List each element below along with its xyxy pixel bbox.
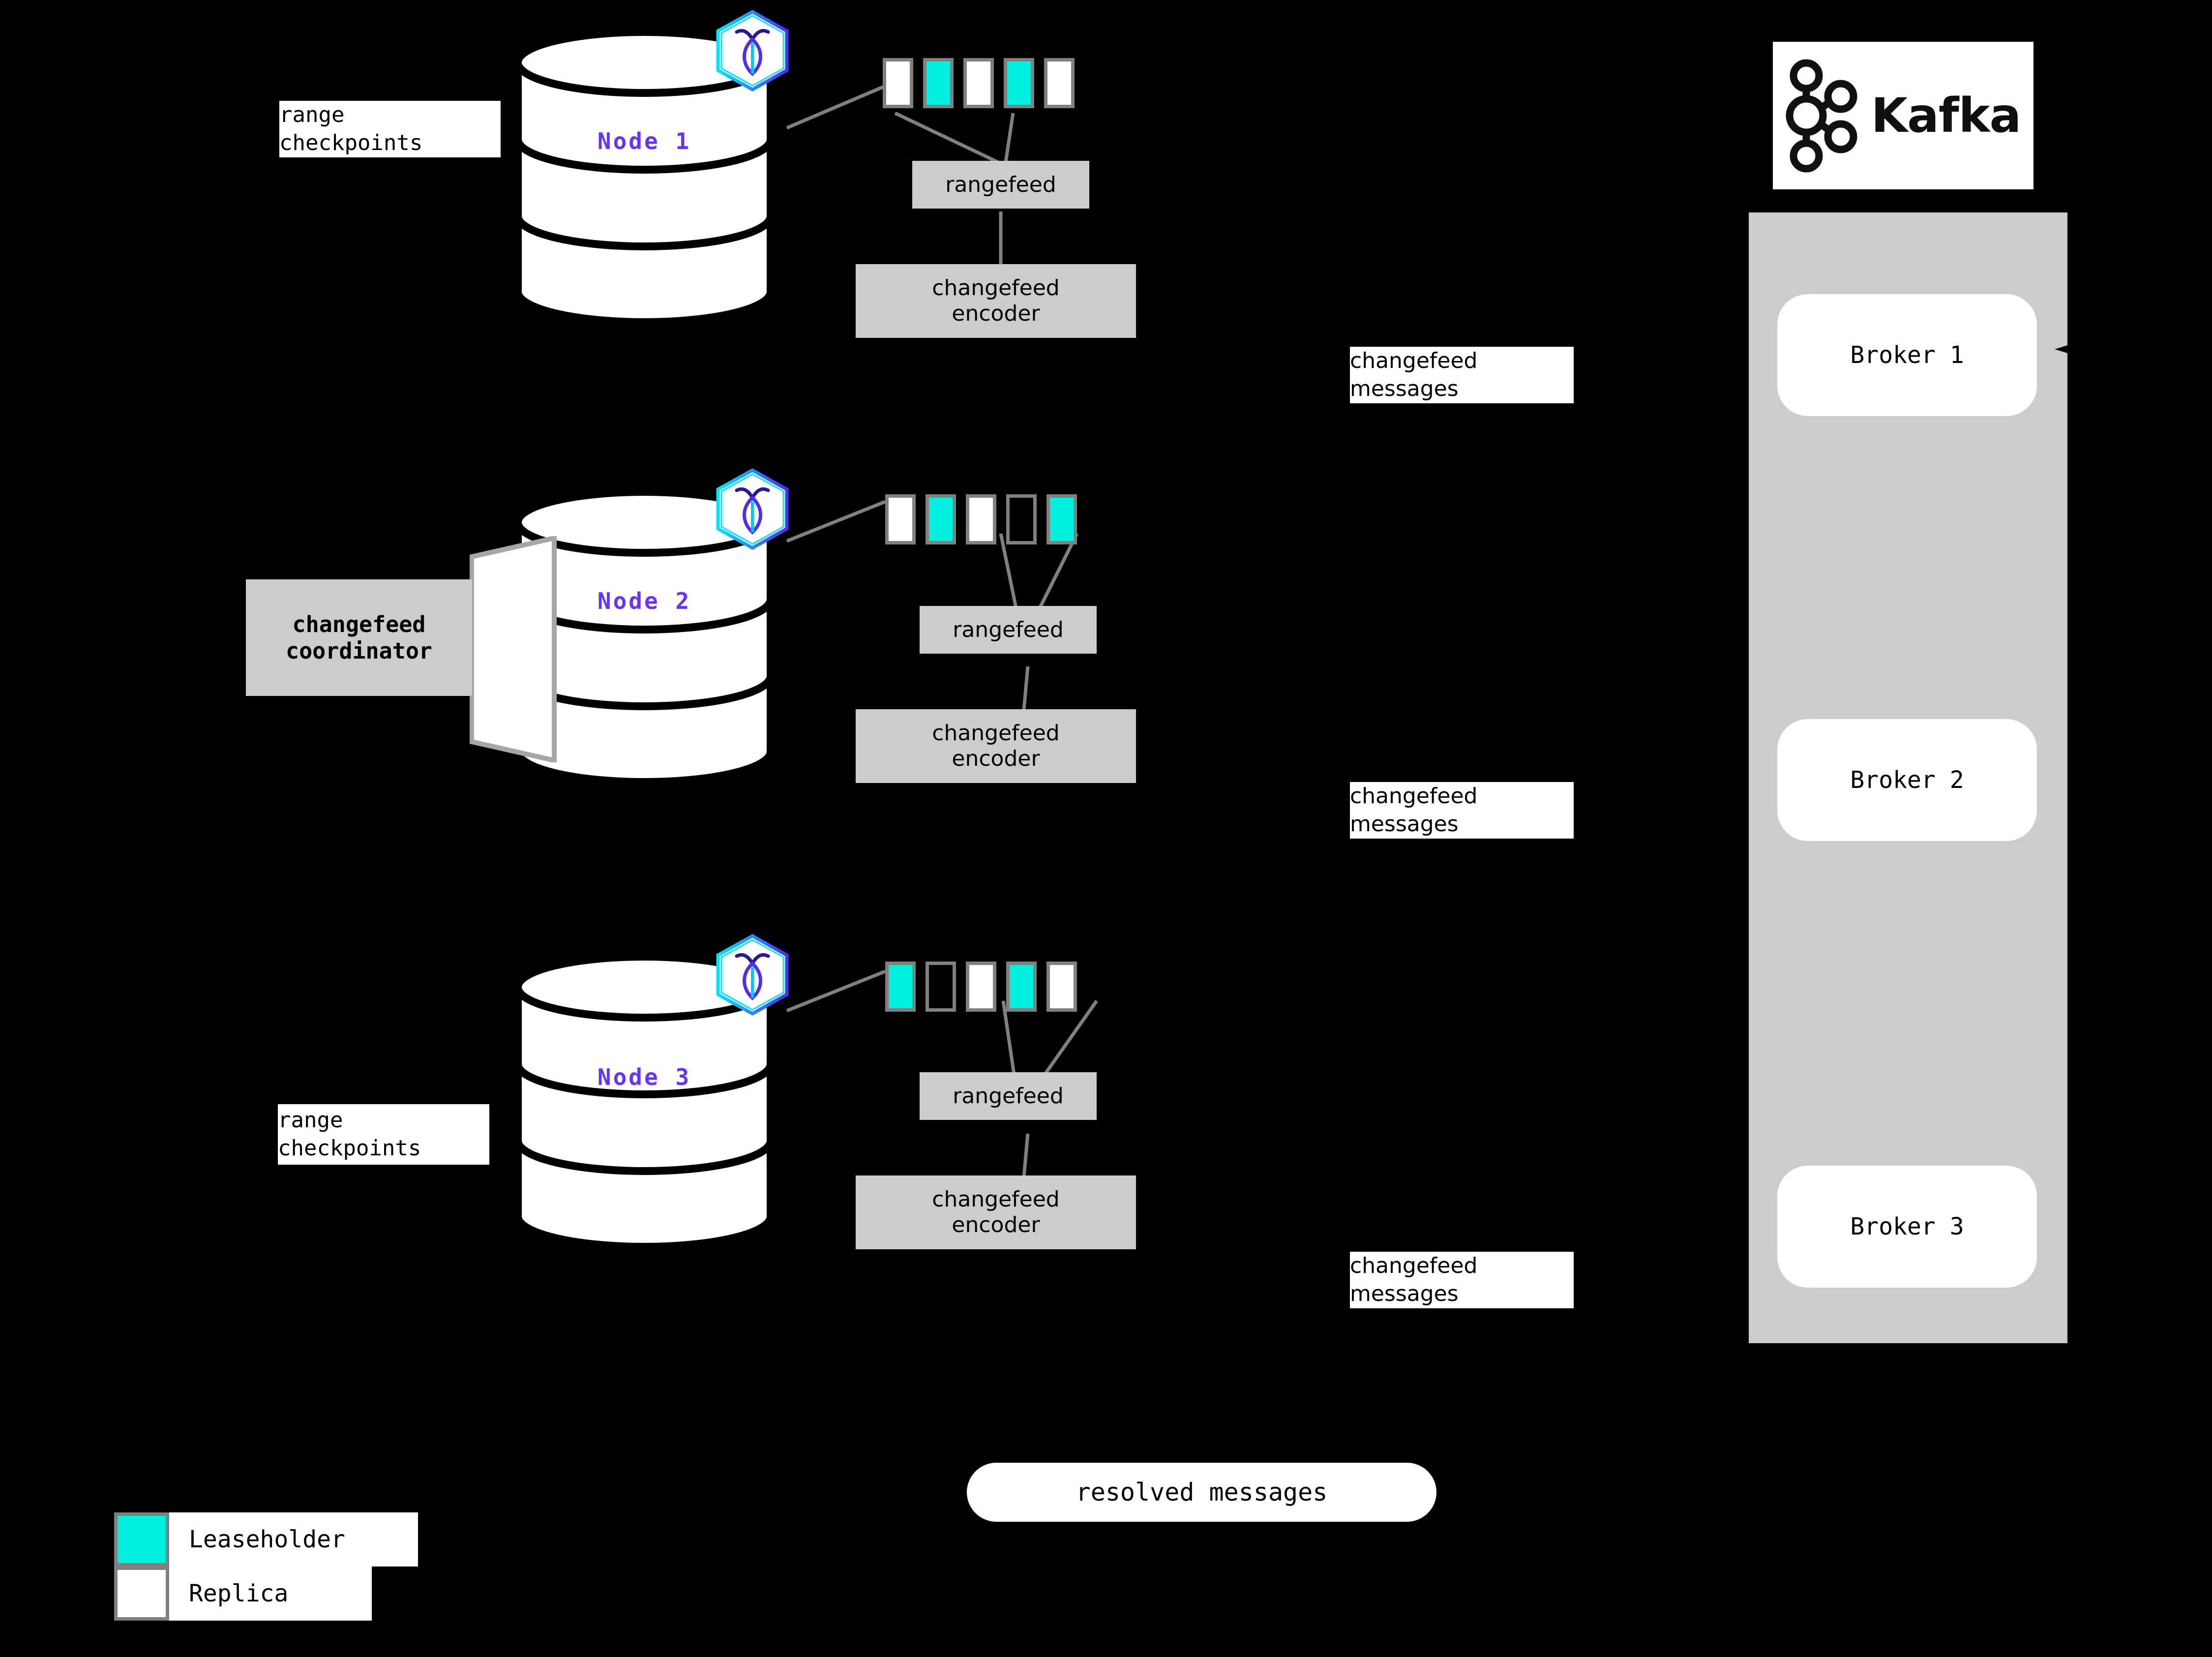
- range-leaseholder[interactable]: [1046, 494, 1077, 544]
- range-replica[interactable]: [966, 494, 996, 544]
- node-3-label: Node 3: [597, 1064, 691, 1090]
- range-replica[interactable]: [885, 494, 916, 544]
- encoder-line-1: changefeed: [932, 721, 1060, 746]
- broker-1[interactable]: Broker 1: [1777, 294, 2037, 416]
- range-checkpoints-line-1: range: [278, 1108, 343, 1133]
- node-1-ranges: [883, 58, 1075, 108]
- coordinator-wedge-icon: [470, 536, 557, 762]
- changefeed-messages-line-1: changefeed: [1350, 783, 1478, 809]
- node-3-changefeed-messages-label: changefeed messages: [1350, 1252, 1574, 1308]
- broker-2[interactable]: Broker 2: [1777, 719, 2037, 841]
- node-1-changefeed-messages-label: changefeed messages: [1350, 347, 1574, 403]
- changefeed-messages-line-2: messages: [1350, 376, 1459, 401]
- range-checkpoints-line-2: checkpoints: [279, 130, 423, 155]
- range-leaseholder[interactable]: [926, 494, 956, 544]
- cockroachdb-hex-icon: [713, 933, 792, 1017]
- cylinder-shape: [514, 28, 775, 326]
- resolved-messages-pill[interactable]: resolved messages: [967, 1463, 1436, 1522]
- node-2-changefeed-messages-label: changefeed messages: [1350, 782, 1574, 839]
- range-empty[interactable]: [926, 962, 956, 1012]
- legend-label-replica: Replica: [169, 1567, 372, 1621]
- range-leaseholder[interactable]: [923, 58, 954, 108]
- range-replica[interactable]: [966, 962, 996, 1012]
- node-2-label: Node 2: [597, 588, 691, 614]
- range-replica[interactable]: [1046, 962, 1077, 1012]
- broker-inbound-arrow-icon: [2055, 340, 2085, 359]
- legend-swatch-leaseholder: [114, 1512, 169, 1567]
- kafka-wordmark: Kafka: [1871, 88, 2022, 143]
- changefeed-messages-line-2: messages: [1350, 1281, 1459, 1306]
- legend-label-leaseholder: Leaseholder: [169, 1512, 418, 1567]
- node-3-rangefeed-box[interactable]: rangefeed: [920, 1072, 1097, 1120]
- node-1-rangefeed-box[interactable]: rangefeed: [912, 161, 1089, 209]
- range-replica[interactable]: [1044, 58, 1075, 108]
- encoder-line-2: encoder: [952, 301, 1040, 326]
- node-2-rangefeed-box[interactable]: rangefeed: [920, 606, 1097, 654]
- encoder-line-2: encoder: [952, 746, 1040, 771]
- node-1-cylinder: Node 1: [514, 27, 775, 327]
- node-3-cylinder: Node 3: [514, 952, 775, 1252]
- changefeed-coordinator-box[interactable]: changefeed coordinator: [246, 579, 472, 696]
- kafka-logo-card: Kafka: [1773, 42, 2033, 189]
- node-2-changefeed-encoder-box[interactable]: changefeed encoder: [856, 709, 1136, 783]
- range-leaseholder[interactable]: [1004, 58, 1034, 108]
- node-1-label: Node 1: [597, 128, 691, 154]
- range-replica[interactable]: [883, 58, 913, 108]
- changefeed-messages-line-1: changefeed: [1350, 1253, 1478, 1279]
- changefeed-messages-line-2: messages: [1350, 811, 1459, 837]
- range-empty[interactable]: [1006, 494, 1037, 544]
- node-2-ranges: [885, 494, 1077, 544]
- encoder-line-1: changefeed: [932, 1187, 1060, 1212]
- range-replica[interactable]: [963, 58, 994, 108]
- range-leaseholder[interactable]: [885, 962, 916, 1012]
- node-1-changefeed-encoder-box[interactable]: changefeed encoder: [856, 264, 1136, 338]
- cylinder-shape: [514, 953, 775, 1251]
- encoder-line-1: changefeed: [932, 275, 1060, 301]
- cylinder-shape: [514, 488, 775, 786]
- node-3-range-checkpoints-label: range checkpoints: [278, 1104, 489, 1165]
- range-checkpoints-line-2: checkpoints: [278, 1135, 421, 1161]
- broker-3[interactable]: Broker 3: [1777, 1166, 2037, 1288]
- coordinator-line-1: changefeed: [292, 611, 426, 638]
- range-checkpoints-line-1: range: [279, 102, 345, 128]
- node-3-ranges: [885, 962, 1077, 1012]
- kafka-logo-icon: [1786, 59, 1857, 172]
- node-2-cylinder: Node 2: [514, 487, 775, 787]
- coordinator-line-2: coordinator: [285, 637, 432, 664]
- node-3-changefeed-encoder-box[interactable]: changefeed encoder: [856, 1175, 1136, 1249]
- range-leaseholder[interactable]: [1006, 962, 1037, 1012]
- cockroachdb-hex-icon: [713, 467, 792, 551]
- legend-swatch-replica: [114, 1567, 169, 1621]
- cockroachdb-hex-icon: [713, 9, 792, 92]
- node-1-range-checkpoints-label: range checkpoints: [279, 101, 501, 157]
- changefeed-messages-line-1: changefeed: [1350, 348, 1478, 374]
- encoder-line-2: encoder: [952, 1212, 1040, 1237]
